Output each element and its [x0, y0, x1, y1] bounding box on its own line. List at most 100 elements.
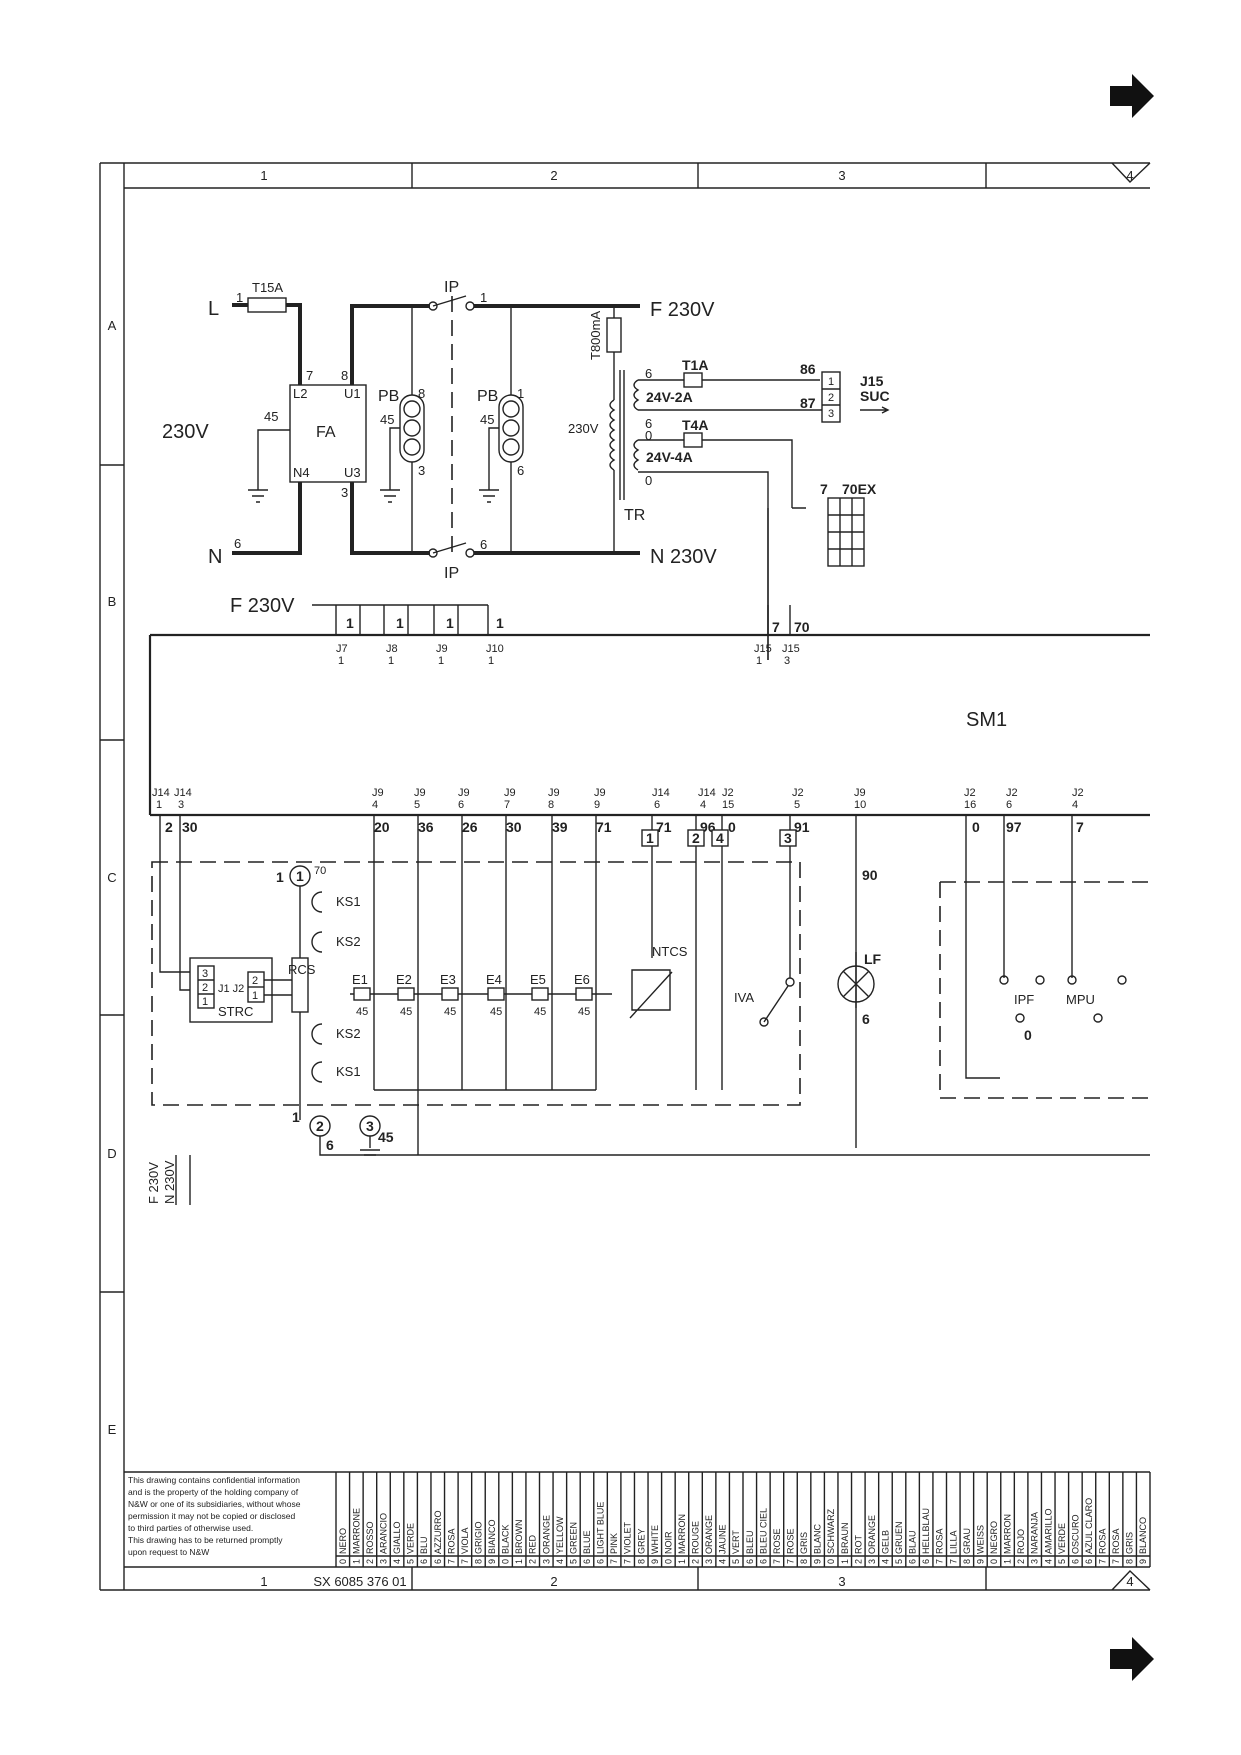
svg-text:3: 3 — [784, 830, 792, 846]
legend-code: 7 — [446, 1559, 456, 1564]
svg-text:7: 7 — [772, 619, 780, 635]
svg-text:7: 7 — [504, 799, 510, 811]
svg-text:J2: J2 — [722, 787, 734, 799]
legend-code: 1 — [514, 1559, 524, 1564]
legend-code: 1 — [351, 1559, 361, 1564]
70EX-label: 70EX — [842, 481, 877, 497]
svg-text:6: 6 — [1006, 799, 1012, 811]
note-line: upon request to N&W — [128, 1547, 209, 1557]
svg-text:4: 4 — [700, 799, 706, 811]
legend-code: 6 — [433, 1559, 443, 1564]
legend-color-name: ORANGE — [541, 1515, 551, 1554]
svg-text:J9: J9 — [414, 787, 426, 799]
legend-color-name: AZZURRO — [433, 1511, 443, 1555]
legend-code: 5 — [406, 1559, 416, 1564]
legend-code: 0 — [989, 1559, 999, 1564]
svg-text:1: 1 — [396, 615, 404, 631]
legend-color-name: VERDE — [1057, 1523, 1067, 1554]
legend-code: 7 — [1098, 1559, 1108, 1564]
svg-text:2: 2 — [202, 982, 208, 994]
svg-text:45: 45 — [534, 1006, 546, 1018]
main-fuse-label: T15A — [252, 280, 283, 295]
legend-color-name: BLUE — [582, 1530, 592, 1554]
legend-code: 5 — [1057, 1559, 1067, 1564]
RCS-label: RCS — [288, 962, 316, 977]
svg-text:3: 3 — [784, 655, 790, 667]
svg-text:45: 45 — [356, 1006, 368, 1018]
svg-text:1: 1 — [646, 830, 654, 846]
legend-color-name: ROSE — [772, 1528, 782, 1554]
legend-color-name: ROUGE — [691, 1521, 701, 1554]
heater-label: E5 — [530, 972, 546, 987]
svg-text:2: 2 — [692, 830, 700, 846]
column-label: 1 — [260, 168, 267, 183]
legend-code: 4 — [1043, 1559, 1053, 1564]
legend-code: 6 — [921, 1559, 931, 1564]
F-230V-out: F 230V — [650, 299, 715, 321]
svg-text:90: 90 — [862, 867, 878, 883]
legend-color-name: MARRON — [1003, 1514, 1013, 1554]
svg-text:1: 1 — [156, 799, 162, 811]
legend-color-name: GREY — [636, 1528, 646, 1554]
svg-text:0: 0 — [645, 473, 652, 488]
fuse-T4A-label: T4A — [682, 417, 708, 433]
svg-text:L2: L2 — [293, 386, 307, 401]
legend-code: 5 — [894, 1559, 904, 1564]
legend-code: 5 — [568, 1559, 578, 1564]
legend-color-name: AMARILLO — [1043, 1508, 1053, 1554]
legend-code: 1 — [840, 1559, 850, 1564]
heater-label: E2 — [396, 972, 412, 987]
legend-code: 6 — [1070, 1559, 1080, 1564]
next-page-arrow-icon[interactable] — [1110, 74, 1154, 118]
legend-color-name: ARANCIO — [378, 1513, 388, 1554]
power-bottom-left: F 230V N 230V — [146, 1155, 191, 1205]
fuse-T1A-label: T1A — [682, 357, 708, 373]
row-label: B — [108, 594, 117, 609]
legend-code: 7 — [623, 1559, 633, 1564]
legend-color-name: ROSA — [1098, 1528, 1108, 1554]
legend-code: 6 — [1084, 1559, 1094, 1564]
transformer-fuse — [606, 317, 622, 353]
legend-color-name: BLANCO — [1138, 1517, 1148, 1554]
svg-text:45: 45 — [380, 412, 394, 427]
svg-text:8: 8 — [548, 799, 554, 811]
svg-text:1: 1 — [338, 655, 344, 667]
svg-text:87: 87 — [800, 395, 816, 411]
svg-text:J15: J15 — [754, 643, 772, 655]
svg-text:10: 10 — [854, 799, 866, 811]
svg-text:45: 45 — [444, 1006, 456, 1018]
svg-text:5: 5 — [794, 799, 800, 811]
svg-text:3: 3 — [178, 799, 184, 811]
legend-code: 7 — [460, 1559, 470, 1564]
svg-text:97: 97 — [1006, 819, 1022, 835]
svg-text:6: 6 — [645, 416, 652, 431]
legend-code: 6 — [596, 1559, 606, 1564]
svg-text:7: 7 — [306, 368, 313, 383]
svg-text:1: 1 — [252, 990, 258, 1002]
svg-text:1: 1 — [296, 868, 304, 884]
next-page-arrow-icon[interactable] — [1110, 1637, 1154, 1681]
svg-text:1: 1 — [756, 655, 762, 667]
svg-text:J2: J2 — [964, 787, 976, 799]
svg-text:1: 1 — [346, 615, 354, 631]
legend-color-name: MARRONE — [351, 1508, 361, 1554]
svg-text:45: 45 — [378, 1129, 394, 1145]
svg-text:J10: J10 — [486, 643, 504, 655]
svg-text:J9: J9 — [372, 787, 384, 799]
legend-color-name: ROSA — [935, 1528, 945, 1554]
KS1-label: KS1 — [336, 1064, 361, 1079]
svg-text:1: 1 — [276, 869, 284, 885]
legend-color-name: PINK — [609, 1533, 619, 1554]
legend-color-name: BLEU — [745, 1530, 755, 1554]
legend-color-name: VIOLA — [460, 1527, 470, 1554]
legend-code: 4 — [392, 1559, 402, 1564]
legend-color-name: VIOLET — [623, 1521, 633, 1554]
N-230V-out: N 230V — [650, 546, 717, 568]
svg-text:0: 0 — [972, 819, 980, 835]
SM1-label: SM1 — [966, 709, 1007, 731]
column-label: 4 — [1126, 1574, 1133, 1589]
svg-text:7: 7 — [1076, 819, 1084, 835]
legend-color-name: RED — [528, 1534, 538, 1554]
